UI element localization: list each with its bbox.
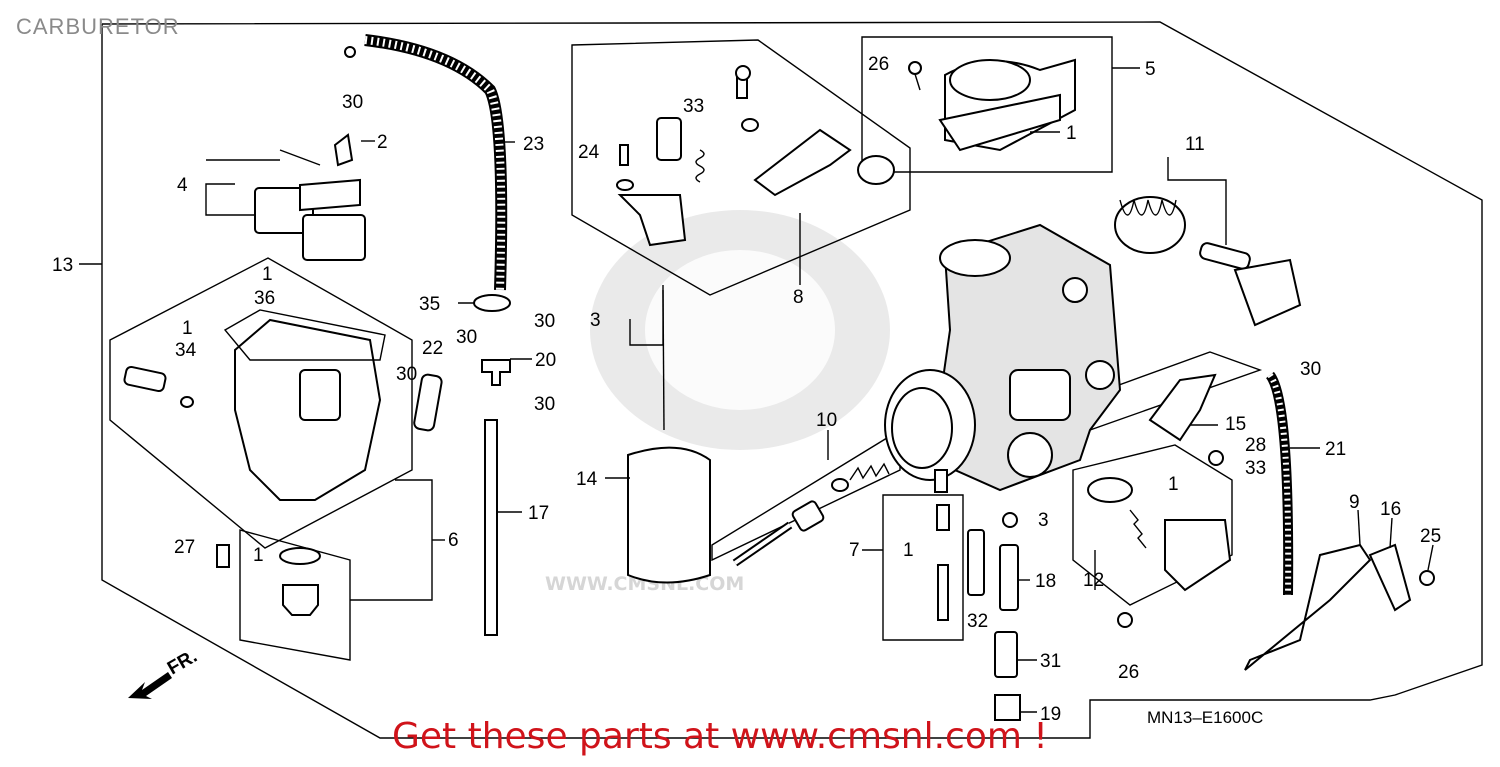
- callout-4: 4: [177, 175, 188, 196]
- callout-8: 8: [793, 287, 804, 308]
- callout-5: 5: [1145, 59, 1156, 80]
- callout-16: 16: [1380, 499, 1401, 520]
- callout-15: 15: [1225, 414, 1246, 435]
- callout-20: 20: [535, 350, 556, 371]
- callout-25: 25: [1420, 526, 1441, 547]
- callout-1-screw: 1: [182, 318, 193, 339]
- tee-joint: [481, 359, 511, 386]
- group-frame-7: [882, 494, 964, 641]
- callout-6: 6: [448, 530, 459, 551]
- throttle-drum: [1114, 196, 1302, 327]
- float-chamber: [123, 309, 386, 501]
- drain-plug: [282, 584, 319, 616]
- front-label: FR.: [164, 646, 201, 679]
- holder-35: [473, 294, 511, 312]
- needle-jet-32: [967, 529, 985, 596]
- callout-1-drain: 1: [253, 545, 264, 566]
- page-title: CARBURETOR: [16, 14, 180, 39]
- bracket-16: [1368, 543, 1412, 612]
- callout-labels: 13 30 2 4 1 36 1 34 6 27 1 23 35 30 30 2…: [52, 54, 1441, 725]
- callout-30-upper: 30: [534, 311, 555, 332]
- callout-9: 9: [1349, 492, 1360, 513]
- screw-26-lower: [1117, 612, 1133, 628]
- screw-28: [1208, 450, 1224, 466]
- group-frame-8: [571, 39, 911, 296]
- throttle-valve: [627, 446, 711, 584]
- callout-26-lower: 26: [1118, 662, 1139, 683]
- floats: [254, 149, 366, 261]
- callout-18: 18: [1035, 571, 1056, 592]
- callout-33-top: 33: [683, 96, 704, 117]
- throttle-linkage: [616, 65, 895, 247]
- bracket-15: [1148, 373, 1217, 442]
- callout-28: 28: [1245, 435, 1266, 456]
- callout-12: 12: [1083, 570, 1104, 591]
- pump-diaphragm: [1087, 477, 1133, 503]
- callout-35: 35: [419, 294, 440, 315]
- bracket-9: [1244, 543, 1372, 671]
- jet-needle-upper: [936, 504, 950, 531]
- hose-17: [484, 419, 498, 636]
- leader-lines: [79, 67, 1434, 713]
- callout-13: 13: [52, 255, 73, 276]
- callout-19: 19: [1040, 704, 1061, 725]
- promo-link[interactable]: Get these parts at www.cmsnl.com !: [392, 716, 1048, 757]
- callout-34: 34: [175, 340, 197, 361]
- callout-23: 23: [523, 134, 544, 155]
- clip-30-top: [344, 46, 356, 58]
- carburetor-body: [884, 223, 1122, 493]
- callout-1-cover: 1: [1066, 123, 1077, 144]
- float-valve: [333, 133, 354, 167]
- main-assembly-outline: [101, 21, 1483, 739]
- group-frame-float-chamber: [109, 257, 413, 549]
- callout-30-left: 30: [396, 364, 417, 385]
- callout-21: 21: [1325, 439, 1346, 460]
- diagram-code: MN13–E1600C: [1147, 708, 1264, 727]
- top-cover: [908, 58, 1076, 152]
- callout-30-right: 30: [1300, 359, 1321, 380]
- callout-10: 10: [816, 410, 837, 431]
- front-arrow: FR.: [128, 646, 201, 699]
- callout-32: 32: [967, 611, 988, 632]
- callout-1-pump: 1: [1168, 474, 1179, 495]
- group-frame-10: [711, 428, 901, 562]
- group-frame-12: [1072, 444, 1233, 606]
- callout-17: 17: [528, 503, 549, 524]
- main-jet: [937, 564, 949, 621]
- jet-holder-18: [999, 544, 1019, 611]
- screw-27: [216, 544, 230, 568]
- callout-31: 31: [1040, 651, 1061, 672]
- screw-25: [1419, 570, 1435, 586]
- pump-cover: [1164, 519, 1232, 592]
- callout-3-needle: 3: [590, 310, 601, 331]
- plug-3: [1002, 512, 1018, 528]
- callout-14: 14: [576, 469, 598, 490]
- watermark-logo: WWW.CMSNL.COM: [545, 210, 890, 595]
- callout-26-top: 26: [868, 54, 889, 75]
- callout-3-plug: 3: [1038, 510, 1049, 531]
- callout-22: 22: [422, 338, 443, 359]
- callout-7: 7: [849, 540, 860, 561]
- pipe-22: [413, 373, 443, 432]
- group-frame-5: [861, 36, 1113, 173]
- slow-jet-31: [994, 631, 1018, 678]
- callout-11: 11: [1185, 134, 1205, 155]
- callout-36: 36: [254, 288, 275, 309]
- callout-30-mid: 30: [456, 327, 477, 348]
- callout-30-lower: 30: [534, 394, 555, 415]
- callout-33-right: 33: [1245, 458, 1266, 479]
- o-ring: [279, 547, 321, 565]
- callout-2: 2: [377, 132, 388, 153]
- callout-30-top: 30: [342, 92, 363, 113]
- pilot-screw-set: [732, 462, 890, 567]
- callout-27: 27: [174, 537, 195, 558]
- callout-24: 24: [578, 142, 600, 163]
- drain-bolt-19: [994, 694, 1021, 721]
- callout-1-jet: 1: [903, 540, 914, 561]
- callout-1-float: 1: [262, 264, 273, 285]
